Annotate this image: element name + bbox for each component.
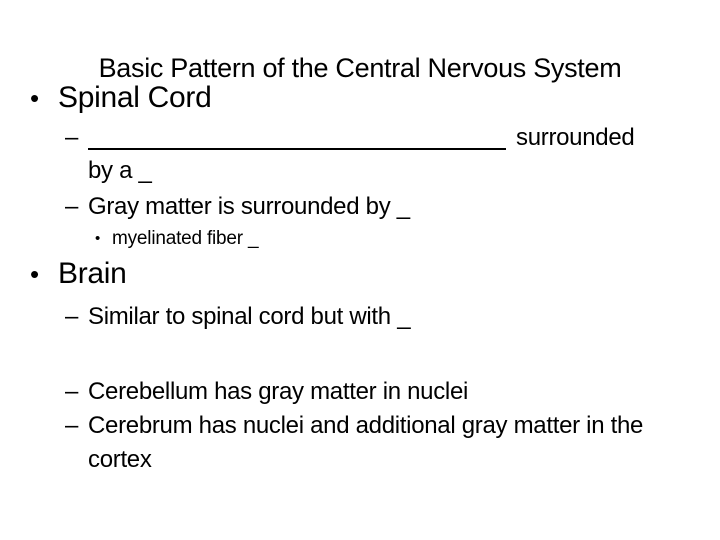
brain-heading: Brain [58, 257, 127, 290]
myelinated-fiber-text: myelinated fiber _ [112, 228, 259, 249]
blank-continuation-text: by a _ [88, 157, 152, 184]
dash-item-similar: – Similar to spinal cord but with _ [65, 301, 411, 333]
cerebrum-text: Cerebrum has nuclei and additional gray … [88, 412, 644, 473]
dash-icon: – [65, 124, 79, 151]
dash-icon: – [65, 303, 79, 330]
blank-continuation-line: by a _ [88, 155, 152, 187]
bullet-item-spinal-cord: • Spinal Cord [30, 81, 212, 115]
gray-matter-text: Gray matter is surrounded by _ [88, 193, 410, 220]
bullet-icon: • [95, 230, 101, 247]
dash-item-blank-surrounded: – surrounded [65, 122, 635, 154]
similar-text: Similar to spinal cord but with _ [88, 303, 411, 330]
slide-title: Basic Pattern of the Central Nervous Sys… [98, 53, 622, 83]
dash-item-cerebrum: – Cerebrum has nuclei and additional gra… [65, 409, 688, 477]
bullet-item-brain: • Brain [30, 257, 127, 291]
blank-underline [88, 122, 506, 150]
dash-item-gray-matter: – Gray matter is surrounded by _ [65, 191, 410, 223]
spinal-cord-heading: Spinal Cord [58, 81, 212, 114]
dash-icon: – [65, 193, 79, 220]
dash-icon: – [65, 378, 79, 405]
bullet-icon: • [30, 259, 39, 289]
dash-item-cerebellum: – Cerebellum has gray matter in nuclei [65, 376, 468, 408]
bullet-icon: • [30, 83, 39, 113]
bullet-item-myelinated-fiber: • myelinated fiber _ [95, 226, 259, 252]
blank-suffix-text: surrounded [516, 124, 635, 151]
dash-icon: – [65, 412, 79, 439]
cerebellum-text: Cerebellum has gray matter in nuclei [88, 378, 469, 405]
